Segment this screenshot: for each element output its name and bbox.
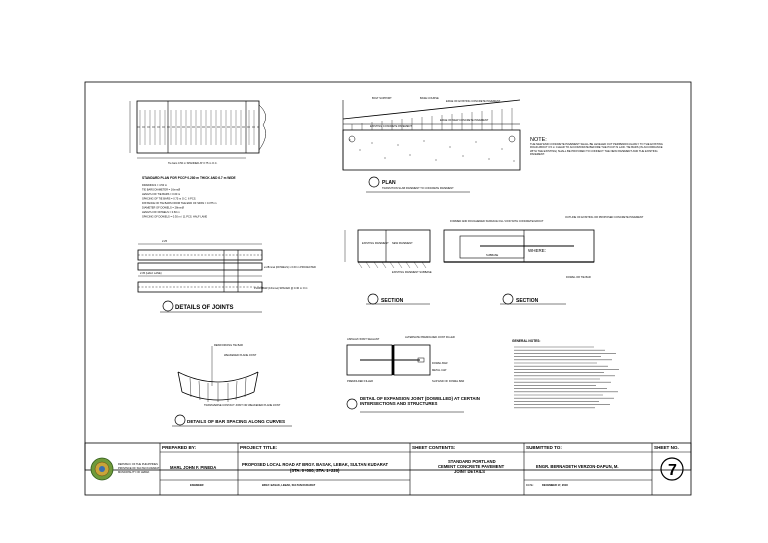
- joint-callout: PLAIN BAR (16mmø) SPACED @ 0.30 m O.C.: [254, 286, 308, 290]
- section-callout: EXISTING PAVEMENT: [362, 241, 389, 245]
- agency-logo: [90, 457, 114, 481]
- plan-notes: DRAWINGS = 4.50 m TIE BARS DIAMETER = 16…: [142, 183, 216, 219]
- agency-line: PROVINCE OF SULTAN KUDARAT: [118, 466, 160, 470]
- section-callout: FORMED AND ROUGHENED SURFACE FILL VOID W…: [450, 219, 544, 223]
- plan-note: SPACING OF DOWELS = 0.30 m / 11 PCS. HAL…: [142, 215, 207, 219]
- expansion-callout: ALTERNATE PREMOLDED JOINT FILLER: [405, 335, 455, 339]
- sheet-contents-label: SHEET CONTENTS:: [412, 445, 456, 450]
- plan-title: STANDARD PLAN FOR PCCP 0.280 m THICK AND…: [142, 176, 236, 180]
- plan-note: DRAWINGS = 4.50 m: [142, 183, 167, 187]
- section-a-detail: EXISTING PAVEMENT NEW PAVEMENT EXISTING …: [344, 229, 432, 305]
- expansion-callout: PREMOLDED FILLER: [347, 379, 373, 383]
- joint-dim: 2.35 (HALF LANE): [140, 271, 162, 275]
- plan-note: DISTANCE OF TIE BARS FROM THE END OF SPA…: [142, 201, 216, 205]
- joints-detail: 2.25 2.35 (HALF LANE) ø 28mmø (DOWELS) x…: [137, 239, 316, 313]
- plan2-callout: EDGE OF NEW CONCRETE PAVEMENT: [440, 118, 489, 122]
- sheet-no-circle: [660, 457, 684, 481]
- prepared-by-label: PREPARED BY:: [162, 445, 197, 450]
- section-where: WHERE:: [528, 248, 546, 253]
- section-callout: EXISTING PAVEMENT SUBBASE: [392, 270, 432, 274]
- agency-line: REPUBLIC OF THE PHILIPPINES: [118, 462, 158, 466]
- sheet-contents-line: JOINT DETAILS: [454, 469, 485, 474]
- section-callout: DOWEL OR TIE BAR: [566, 275, 591, 279]
- note-title: NOTE:: [530, 137, 547, 143]
- expansion-title: DETAIL OF EXPANSION JOINT (DOWELLED) AT …: [360, 396, 480, 406]
- plan-note: LENGTH OF DOWELS = 0.60 m: [142, 210, 180, 214]
- project-location: BRGY. BASAK, LEBAK, SULTAN KUDARAT: [262, 483, 316, 487]
- expansion-callout: DOWEL BAR: [432, 361, 448, 365]
- plan-note: SPACING OF TIE BARS = 0.75 m O.C. 6 PCS.: [142, 197, 196, 201]
- expansion-callout: METAL CAP: [432, 368, 447, 372]
- plan-note: TIE BARS DIAMETER = 16mmØ: [142, 188, 180, 192]
- expansion-callout: SLIP END OF DOWEL BAR: [432, 379, 464, 383]
- curves-title: DETAILS OF BAR SPACING ALONG CURVES: [187, 419, 285, 424]
- project-title-label: PROJECT TITLE:: [240, 445, 278, 450]
- section-callout: SUBBASE: [486, 253, 499, 257]
- date-label: DATE:: [526, 483, 534, 487]
- project-title: PROPOSED LOCAL ROAD AT BRGY. BASAK, LEBA…: [242, 462, 388, 467]
- section-callout: NEW PAVEMENT: [392, 241, 413, 245]
- curve-callout: WEAKENED PLANE JOINT: [224, 353, 257, 357]
- submitted-to-name: ENGR. BERNADETH VERZON-DAPUN, M.: [536, 464, 619, 469]
- joints-title: DETAILS OF JOINTS: [175, 305, 234, 311]
- plan2-subtitle: TRANSITION SLAB PAVEMENT TO CONCRETE PAV…: [382, 186, 454, 190]
- curves-detail: REINFORCING TIE BAR WEAKENED PLANE JOINT…: [172, 343, 292, 427]
- plan-note: DIAMETER OF DOWELS = 28mmØ: [142, 206, 184, 210]
- plan2-callout: EDGE OF EXISTING CONCRETE PAVEMENT: [446, 99, 501, 103]
- plan2-title: PLAN: [382, 180, 396, 186]
- plan2-callout: EXISTING CONCRETE PAVEMENT: [370, 124, 412, 128]
- curve-callout: REINFORCING TIE BAR: [214, 343, 243, 347]
- general-notes-title: GENERAL NOTES:: [512, 339, 540, 343]
- agency-line: MUNICIPALITY OF LEBAK: [118, 470, 150, 474]
- plan-note: LENGTH OF TIE BARS = 0.60 m: [142, 192, 180, 196]
- expansion-callout: ASPHALT/JOINT SEALANT: [347, 337, 380, 341]
- general-notes: GENERAL NOTES:: [512, 339, 619, 409]
- joint-callout: ø 28mmø (DOWELS) x 0.60 m PROJECTED: [264, 265, 316, 269]
- prepared-by-role: ENGINEER: [190, 483, 204, 487]
- section-b-title: SECTION: [516, 298, 539, 304]
- plan2-callout: BASE COURSE: [420, 96, 439, 100]
- curve-callout: TRANSVERSE CONTACT JOINT OR WEAKENED PLA…: [204, 403, 281, 407]
- section-callout: OUTLINE OF EXISTING OR PROPOSED CONCRETE…: [565, 215, 644, 219]
- sheet-contents-line: CEMENT CONCRETE PAVEMENT: [438, 464, 505, 469]
- standard-plan-detail: Tie bars 0.50 m SPANNED AT 0.75 m O.C. S…: [129, 100, 266, 219]
- note-block: NOTE: THE NEW END CONCRETE PAVEMENT SHAL…: [530, 137, 663, 157]
- plan2-callout: BOLT SUPPORT: [372, 96, 392, 100]
- note-text: THE NEW END CONCRETE PAVEMENT SHALL BE L…: [530, 143, 663, 157]
- sheet-border: [84, 81, 692, 471]
- section-a-title: SECTION: [381, 298, 404, 304]
- sheet-contents-line: STANDARD PORTLAND: [448, 459, 496, 464]
- date-value: DECEMBER 17, 2018: [542, 483, 568, 487]
- section-b-detail: FORMED AND ROUGHENED SURFACE FILL VOID W…: [443, 215, 644, 305]
- joint-dim: 2.25: [162, 239, 168, 243]
- project-station: (STA. 0+000, STA. 1+220): [290, 468, 340, 473]
- sheet-no: 7: [668, 462, 677, 479]
- title-block: [84, 442, 692, 496]
- sheet-no-label: SHEET NO.: [654, 445, 679, 450]
- prepared-by-name: MARL JOHN F. PINEDA: [170, 465, 216, 470]
- submitted-to-label: SUBMITTED TO:: [526, 445, 562, 450]
- expansion-joint-detail: ASPHALT/JOINT SEALANT ALTERNATE PREMOLDE…: [346, 335, 480, 413]
- transition-plan-detail: BOLT SUPPORT BASE COURSE EDGE OF EXISTIN…: [342, 96, 521, 193]
- plan-dims-text: Tie bars 0.50 m SPANNED AT 0.75 m O.C.: [168, 161, 218, 165]
